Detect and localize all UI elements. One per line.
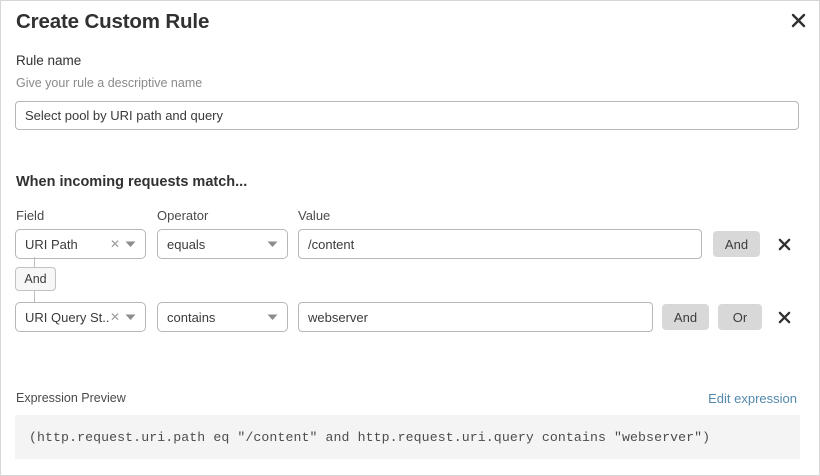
chevron-down-icon[interactable] (125, 241, 145, 248)
edit-expression-link[interactable]: Edit expression (708, 391, 797, 406)
connector-and-badge[interactable]: And (15, 267, 56, 291)
rule-name-input[interactable] (15, 101, 799, 130)
condition-row: URI Path ✕ equals And (1, 229, 819, 259)
operator-select-1-value: equals (167, 236, 206, 252)
value-input-1[interactable] (298, 229, 702, 259)
operator-select-2[interactable]: contains (157, 302, 288, 332)
field-select-1-value: URI Path (25, 236, 78, 252)
condition-row: URI Query St... ✕ contains And Or (1, 302, 819, 332)
chevron-down-icon[interactable] (267, 314, 287, 321)
clear-icon[interactable]: ✕ (109, 236, 120, 251)
value-input-2[interactable] (298, 302, 653, 332)
match-section-heading: When incoming requests match... (16, 174, 248, 190)
column-header-value: Value (298, 208, 331, 223)
operator-select-2-value: contains (167, 309, 216, 325)
add-and-condition-button-2[interactable]: And (662, 304, 709, 330)
connector-line-top (34, 257, 35, 267)
connector-line-bottom (34, 291, 35, 302)
column-header-operator: Operator (157, 208, 209, 223)
field-select-2[interactable]: URI Query St... ✕ (15, 302, 146, 332)
column-header-field: Field (16, 208, 45, 223)
rule-name-label: Rule name (16, 53, 82, 68)
delete-condition-button-1[interactable] (773, 233, 795, 255)
chevron-down-icon[interactable] (267, 241, 287, 248)
field-select-1[interactable]: URI Path ✕ (15, 229, 146, 259)
add-and-condition-button-1[interactable]: And (713, 231, 760, 257)
close-icon[interactable] (786, 8, 810, 32)
expression-preview-box: (http.request.uri.path eq "/content" and… (15, 415, 800, 459)
field-select-2-value: URI Query St... (25, 309, 110, 325)
clear-icon[interactable]: ✕ (109, 309, 120, 324)
rule-name-help-text: Give your rule a descriptive name (16, 76, 203, 90)
condition-connector: And (1, 257, 201, 307)
operator-select-1[interactable]: equals (157, 229, 288, 259)
chevron-down-icon[interactable] (125, 314, 145, 321)
delete-condition-button-2[interactable] (773, 306, 795, 328)
add-or-condition-button-2[interactable]: Or (718, 304, 762, 330)
expression-preview-label: Expression Preview (16, 391, 126, 405)
expression-preview-text: (http.request.uri.path eq "/content" and… (29, 429, 711, 445)
page-title: Create Custom Rule (16, 10, 210, 33)
